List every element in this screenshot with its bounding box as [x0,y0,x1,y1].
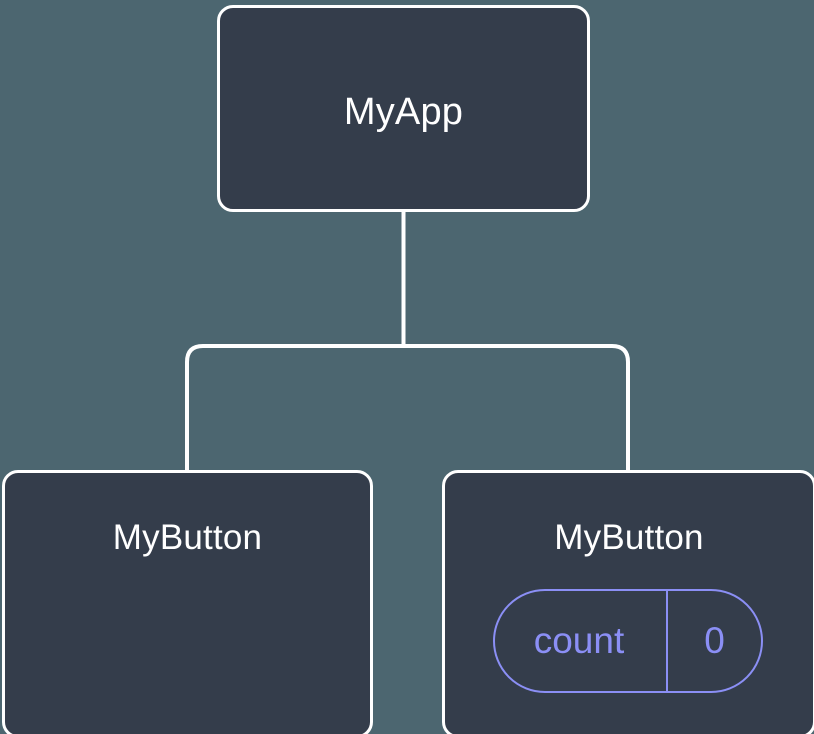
state-value-label-right: 0 [666,591,761,691]
component-label-mybutton-right: MyButton [554,518,704,557]
connector-branch-bus [185,344,630,470]
component-label-mybutton-left: MyButton [112,518,263,557]
component-label-myapp: MyApp [343,91,464,133]
component-node-mybutton-left[interactable]: MyButton count 1 [2,470,373,734]
state-key-label-right: count [533,620,625,661]
state-pill-plain[interactable]: count 0 [493,589,763,693]
component-node-myapp[interactable]: MyApp [217,5,590,212]
